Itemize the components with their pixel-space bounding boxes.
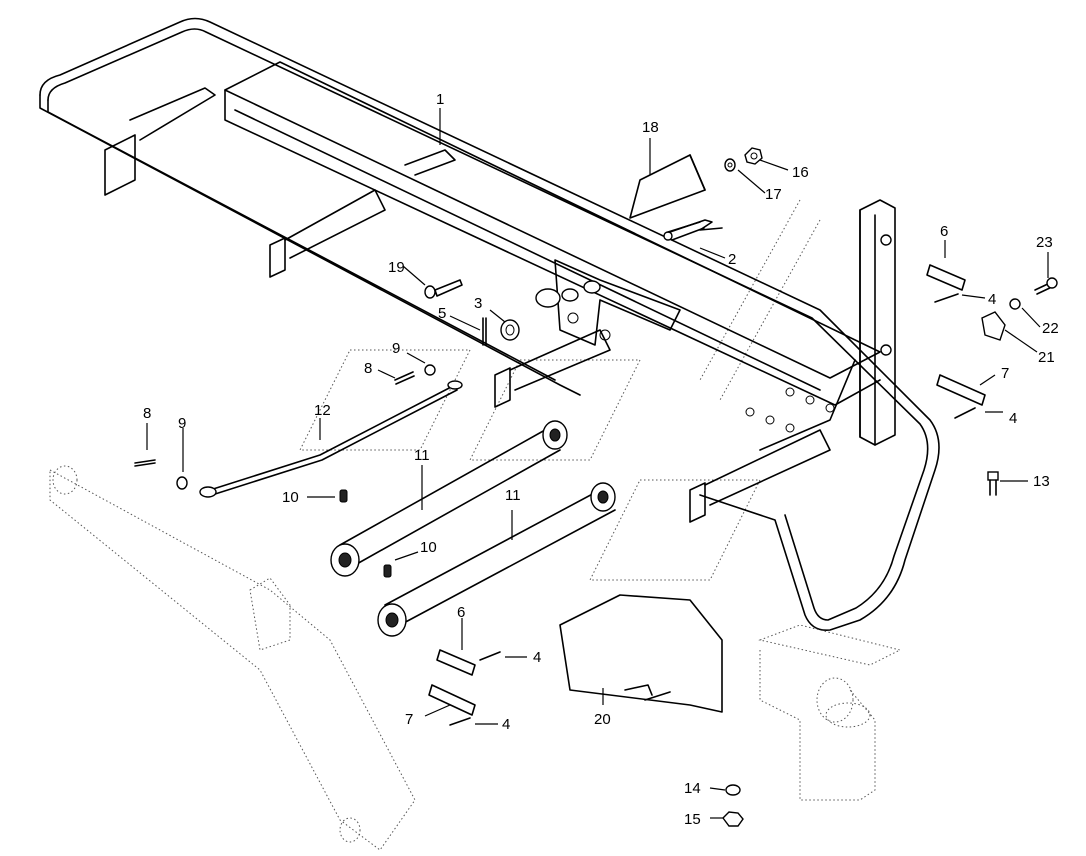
nut-16 — [744, 147, 763, 165]
nut-15 — [722, 811, 744, 827]
pin-8a — [394, 371, 415, 385]
callout-5: 5 — [438, 305, 446, 322]
callout-9b: 9 — [178, 415, 186, 432]
callout-3: 3 — [474, 295, 482, 312]
callout-4b: 4 — [1009, 410, 1017, 427]
callout-7b: 7 — [405, 711, 413, 728]
callout-16: 16 — [792, 164, 809, 181]
grease-nipple-10a — [339, 489, 348, 503]
callout-18: 18 — [642, 119, 659, 136]
callout-12: 12 — [314, 402, 331, 419]
callout-9a: 9 — [392, 340, 400, 357]
bolt-13 — [987, 471, 999, 496]
cylinder-11b — [377, 482, 616, 637]
callout-11a: 11 — [414, 447, 430, 464]
callout-8a: 8 — [364, 360, 372, 377]
washer-3 — [500, 319, 520, 341]
shield-plate — [629, 154, 706, 219]
split-pin-4b — [954, 407, 976, 419]
pin-6a — [926, 264, 966, 291]
cylinder-11a — [330, 420, 568, 577]
frame-beam — [104, 61, 881, 523]
callout-2: 2 — [728, 251, 736, 268]
callout-8b: 8 — [143, 405, 151, 422]
washer-9b — [176, 476, 188, 490]
callout-6b: 6 — [457, 604, 465, 621]
bolt-19 — [424, 279, 463, 299]
rod-12 — [199, 380, 463, 498]
pin-6b — [436, 649, 476, 676]
leader-lines — [146, 108, 1049, 819]
washer-17 — [724, 158, 736, 172]
grease-nipple-10b — [383, 564, 392, 578]
callout-23: 23 — [1036, 234, 1053, 251]
vertical-post — [759, 199, 896, 451]
split-pin-4a — [934, 293, 959, 303]
callout-15: 15 — [684, 811, 701, 828]
split-pin-4c — [479, 651, 501, 661]
clamp-21 — [981, 311, 1006, 341]
callout-13: 13 — [1033, 473, 1050, 490]
callout-labels: 1 18 16 17 2 19 3 5 9 8 12 8 9 11 11 10 … — [143, 91, 1059, 828]
washer-22 — [1009, 298, 1021, 310]
callout-14: 14 — [684, 780, 701, 797]
split-pin-5 — [482, 317, 487, 346]
pin-8b — [134, 459, 156, 467]
bolt-23 — [1034, 277, 1058, 295]
split-pin-4d — [449, 717, 471, 726]
callout-20: 20 — [594, 711, 611, 728]
callout-4d: 4 — [502, 716, 510, 733]
callout-17: 17 — [765, 186, 782, 203]
callout-10a: 10 — [282, 489, 299, 506]
callout-4c: 4 — [533, 649, 541, 666]
callout-22: 22 — [1042, 320, 1059, 337]
callout-7a: 7 — [1001, 365, 1009, 382]
pin-2 — [663, 219, 723, 241]
callout-21: 21 — [1038, 349, 1055, 366]
callout-4a: 4 — [988, 291, 996, 308]
callout-19: 19 — [388, 259, 405, 276]
callout-10b: 10 — [420, 539, 437, 556]
callout-11b: 11 — [505, 487, 521, 504]
mounting-arm — [49, 465, 416, 851]
callout-1: 1 — [436, 91, 444, 108]
pin-7b — [428, 684, 476, 716]
callout-6a: 6 — [940, 223, 948, 240]
main-frame-tube — [39, 17, 940, 632]
washer-9a — [424, 364, 436, 376]
washer-14 — [725, 784, 741, 796]
hinge-bracket — [535, 259, 681, 346]
watermark-logo — [299, 199, 821, 581]
guard-plate-20 — [559, 594, 723, 713]
pin-7a — [936, 374, 986, 406]
gearbox — [758, 624, 902, 801]
